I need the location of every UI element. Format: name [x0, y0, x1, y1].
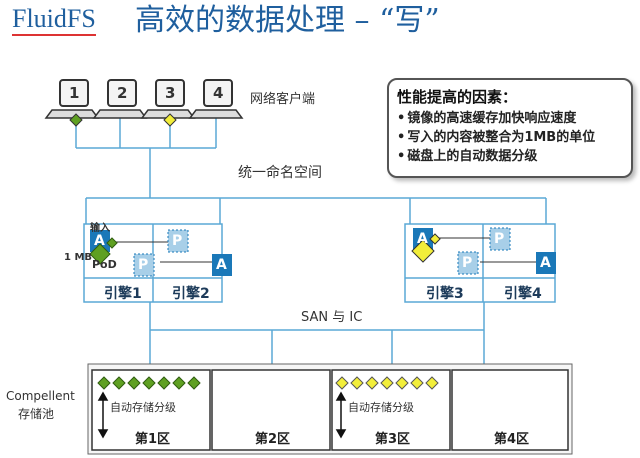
client-4: [188, 79, 244, 119]
engine2-active-node: [212, 254, 232, 276]
engine-label-3: 引擎3: [426, 286, 464, 302]
factors-box: 性能提高的因素： 镜像的高速缓存加快响应速度 写入的内容被整合为1MB的单位 磁…: [387, 78, 633, 178]
client-1-marker: [69, 113, 83, 127]
engine4-active-letter: A: [540, 255, 551, 271]
connection-lines: [75, 118, 547, 372]
engine1-active-letter: A: [94, 233, 105, 249]
input-annotation: 输入: [90, 223, 110, 234]
write-small-diamond-yellow: [429, 233, 441, 245]
engine2-passive-letter: P: [172, 233, 183, 249]
write-small-diamond-green: [106, 237, 118, 249]
tiering-label-3: 自动存储分级: [348, 401, 414, 414]
engine3-passive-letter: P: [462, 255, 473, 271]
zone-label-2: 第2区: [255, 432, 291, 447]
zone-2: [211, 369, 331, 451]
client-number-1: 1: [69, 84, 80, 102]
pool-label: 存储池: [18, 407, 55, 421]
engine2-passive-node: [167, 229, 189, 253]
engine4-passive-letter: P: [494, 231, 505, 247]
engine3-passive-node: [457, 251, 479, 275]
engine1-passive-letter: P: [138, 257, 149, 273]
zone-label-3: 第3区: [375, 432, 411, 447]
engine4-active-node: [536, 252, 556, 274]
client-3-marker: [163, 113, 177, 127]
factor-item-3: 磁盘上的自动数据分级: [397, 147, 623, 166]
engine3-active-letter: A: [417, 231, 428, 247]
client-number-2: 2: [117, 84, 128, 102]
namespace-label: 统一命名空间: [238, 165, 322, 181]
san-label: SAN 与 IC: [301, 310, 363, 325]
storage-pool: [87, 363, 573, 455]
title-brand: FluidFS: [12, 4, 96, 36]
page-title: 高效的数据处理 – “写”: [135, 3, 440, 38]
factors-title: 性能提高的因素：: [397, 88, 518, 106]
tiering-label-1: 自动存储分级: [110, 401, 176, 414]
write-pod-diamond-green: [89, 243, 111, 265]
factor-item-2: 写入的内容被整合为1MB的单位: [397, 128, 623, 147]
engine1-active-node: [90, 230, 110, 252]
engine4-passive-node: [489, 227, 511, 251]
engine-label-2: 引擎2: [172, 286, 210, 302]
pod-annotation: PoD: [92, 258, 117, 271]
zone-4: [451, 369, 569, 451]
engine1-passive-node: [133, 253, 155, 277]
zone-1-data-blocks: [97, 376, 201, 390]
factor-item-1: 镜像的高速缓存加快响应速度: [397, 109, 623, 128]
write-pod-diamond-yellow: [411, 239, 435, 263]
pool-label-brand: Compellent: [6, 389, 75, 403]
client-1: [44, 79, 100, 127]
engine2-active-letter: A: [216, 257, 227, 273]
zone-label-1: 第1区: [135, 432, 171, 447]
zone-label-4: 第4区: [494, 432, 530, 447]
clients-label: 网络客户端: [250, 92, 316, 107]
client-number-3: 3: [165, 84, 176, 102]
size-annotation: 1 MB: [64, 252, 93, 263]
zone-3-data-blocks: [335, 376, 439, 390]
engine-label-4: 引擎4: [504, 286, 542, 302]
client-number-4: 4: [213, 84, 224, 102]
client-3: [140, 79, 196, 127]
engine-label-1: 引擎1: [104, 286, 142, 302]
